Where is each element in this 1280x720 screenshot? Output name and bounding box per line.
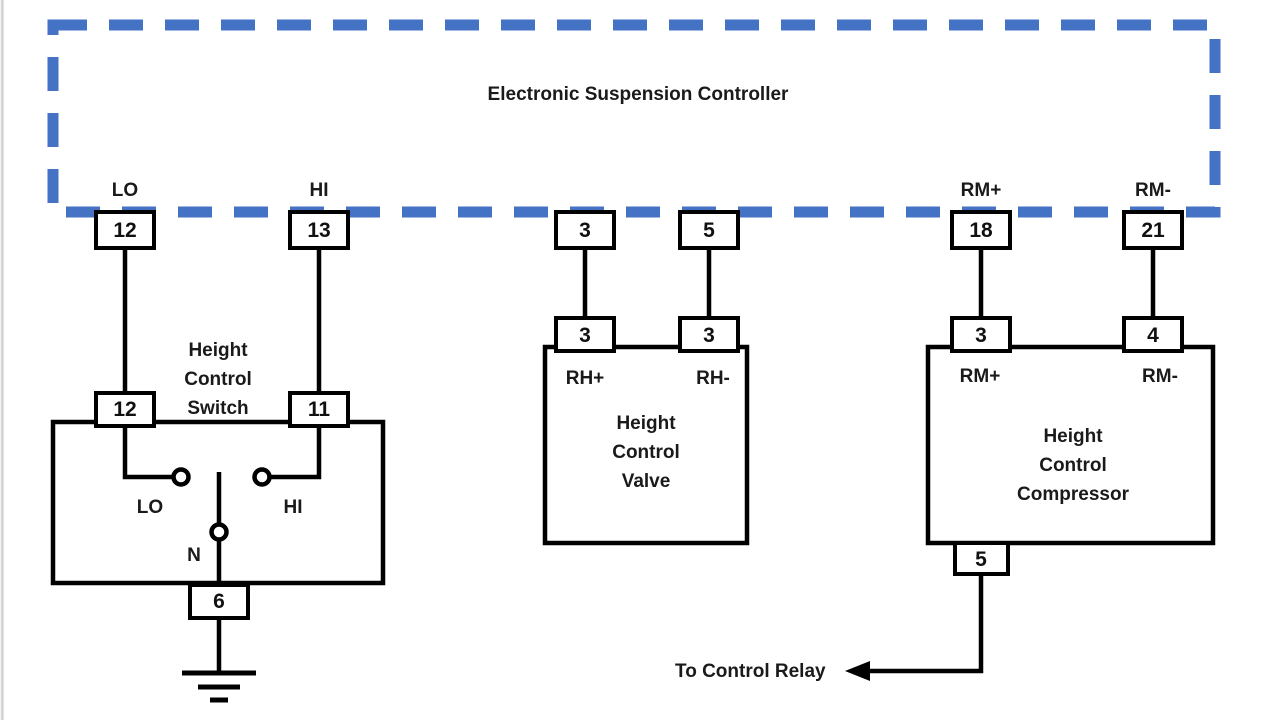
controller-terminal-label-lo: LO	[111, 180, 139, 201]
height-control-switch-title-line2: Control	[184, 369, 252, 390]
controller-pin-number-21: 21	[1141, 219, 1165, 242]
valve-pin-3-left-box	[554, 316, 616, 353]
controller-title: Electronic Suspension Controller	[487, 84, 789, 105]
height-control-compressor-title-line3: Compressor	[1017, 484, 1129, 505]
switch-pin-6-box	[188, 583, 250, 620]
height-control-switch-group	[50, 391, 386, 703]
height-control-switch-title-line1: Height	[188, 340, 248, 361]
controller-pin-number-18: 18	[969, 219, 993, 242]
switch-pin-number-11: 11	[307, 398, 331, 421]
compressor-pin-number-3: 3	[975, 324, 987, 347]
height-control-valve-title-line1: Height	[616, 413, 676, 434]
switch-ground-pin-number-6: 6	[213, 590, 225, 613]
switch-contact-hi	[252, 467, 272, 487]
controller-terminal-21	[1122, 210, 1184, 250]
controller-terminal-label-rm-minus: RM-	[1135, 180, 1171, 201]
height-control-valve-title-line2: Control	[612, 442, 680, 463]
compressor-pin-3-box	[950, 316, 1012, 353]
controller-terminal-12	[94, 210, 156, 250]
controller-terminal-label-rm-plus: RM+	[960, 180, 1002, 201]
wires-controller-to-devices	[122, 248, 1156, 393]
valve-pin-3-right-box	[678, 316, 740, 353]
controller-pin-number-3: 3	[579, 219, 591, 242]
height-control-compressor-title-line1: Height	[1043, 426, 1103, 447]
valve-terminal-label-rh-minus: RH-	[696, 368, 730, 389]
controller-boundary	[47, 19, 1221, 218]
compressor-pin-number-4: 4	[1147, 324, 1159, 347]
switch-contact-lo	[171, 467, 191, 487]
valve-pin-number-right-3: 3	[703, 324, 715, 347]
height-control-compressor-group	[925, 316, 1216, 576]
switch-pin-number-12: 12	[113, 398, 137, 421]
height-control-compressor-title-line2: Control	[1039, 455, 1107, 476]
compressor-bottom-pin-number-5: 5	[975, 548, 987, 571]
controller-pin-number-5: 5	[703, 219, 715, 242]
height-control-valve-title-line3: Valve	[621, 471, 671, 492]
compressor-terminal-label-rm-plus: RM+	[959, 366, 1001, 387]
controller-pin-number-12: 12	[113, 219, 137, 242]
height-control-switch-title-line3: Switch	[187, 398, 249, 419]
controller-pin-number-13: 13	[307, 219, 331, 242]
controller-terminal-5	[678, 210, 740, 250]
height-control-compressor-body	[925, 344, 1216, 546]
height-control-valve-body	[542, 344, 750, 546]
valve-terminal-label-rh-plus: RH+	[565, 368, 605, 389]
controller-terminal-label-hi: HI	[309, 180, 329, 201]
compressor-pin-4-box	[1122, 316, 1184, 353]
switch-contact-label-lo: LO	[136, 497, 164, 518]
arrow-head-icon	[845, 661, 870, 681]
switch-internal-hi-wire	[267, 426, 322, 480]
switch-contact-label-hi: HI	[283, 497, 303, 518]
page-edge-shadow	[0, 0, 4, 720]
switch-pin-12-box	[94, 391, 156, 428]
switch-contact-n	[209, 522, 229, 542]
switch-contact-label-n: N	[187, 545, 201, 566]
controller-terminal-3	[554, 210, 616, 250]
to-control-relay-label: To Control Relay	[675, 661, 826, 682]
switch-internal-lo-wire	[122, 426, 176, 480]
height-control-valve-group	[542, 316, 750, 546]
valve-pin-number-left-3: 3	[579, 324, 591, 347]
compressor-pin-5-box	[953, 541, 1010, 576]
controller-terminal-boxes	[94, 210, 1184, 250]
compressor-terminal-label-rm-minus: RM-	[1142, 366, 1178, 387]
control-relay-output-wire	[845, 574, 984, 681]
